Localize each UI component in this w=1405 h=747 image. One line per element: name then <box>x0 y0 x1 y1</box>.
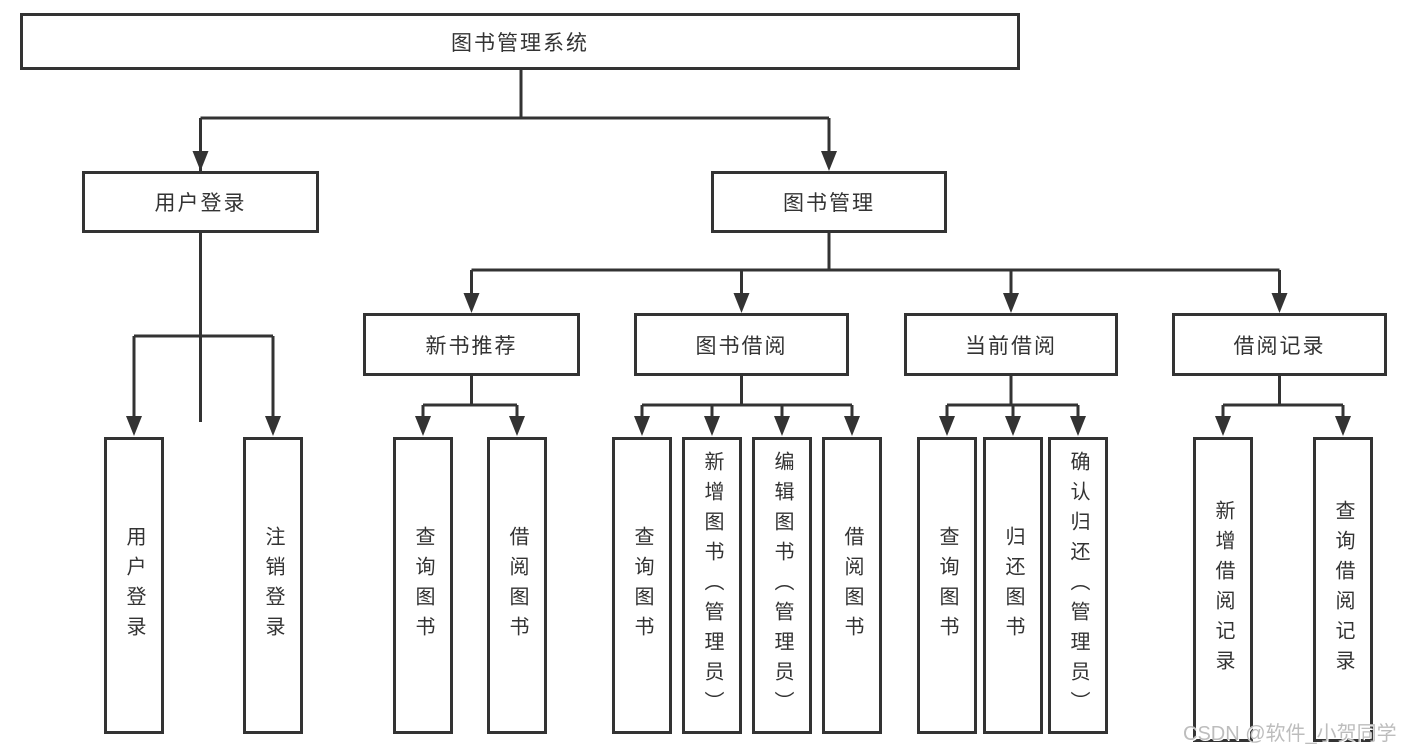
arrowhead <box>509 416 525 436</box>
arrowhead <box>1003 293 1019 313</box>
node-user-login: 用户登录 <box>82 171 319 233</box>
edge-book-management-branch <box>470 233 1281 298</box>
arrowhead <box>192 151 209 171</box>
leaf-logout: 注销登录 <box>243 437 303 734</box>
node-borrow-records-label: 借阅记录 <box>1233 334 1326 358</box>
arrowhead <box>415 416 431 436</box>
node-current-borrow: 当前借阅 <box>904 313 1118 376</box>
node-book-management-label: 图书管理 <box>783 192 875 215</box>
edge-new-book-branch <box>421 376 519 422</box>
leaf-query-books-current: 查询图书 <box>917 437 977 734</box>
arrowhead <box>1005 416 1021 436</box>
arrowhead <box>844 416 860 436</box>
node-borrow-records: 借阅记录 <box>1172 313 1387 376</box>
arrowhead <box>1070 416 1086 436</box>
leaf-borrow-books-recommend: 借阅图书 <box>487 437 547 734</box>
arrowhead <box>126 416 142 436</box>
arrowhead <box>733 293 750 313</box>
leaf-borrow-books: 借阅图书 <box>822 437 882 734</box>
arrowhead <box>463 293 480 313</box>
leaf-query-books-recommend-label: 查询图书 <box>412 525 434 646</box>
node-new-book-recommend: 新书推荐 <box>363 313 580 376</box>
leaf-add-borrow-record: 新增借阅记录 <box>1193 437 1253 742</box>
leaf-confirm-return-admin-label: 确认归还（管理员） <box>1067 450 1089 721</box>
node-current-borrow-label: 当前借阅 <box>965 334 1057 358</box>
node-book-borrow-label: 图书借阅 <box>695 334 788 358</box>
node-book-management: 图书管理 <box>711 171 947 233</box>
node-new-book-recommend-label: 新书推荐 <box>425 334 518 358</box>
leaf-query-books-borrow: 查询图书 <box>612 437 672 734</box>
arrowhead <box>704 416 720 436</box>
leaf-return-book-label: 归还图书 <box>1002 525 1024 646</box>
node-root-label: 图书管理系统 <box>451 31 589 55</box>
leaf-return-book: 归还图书 <box>983 437 1043 734</box>
arrowhead <box>634 416 650 436</box>
arrowhead <box>821 151 837 171</box>
leaf-edit-book-admin-label: 编辑图书（管理员） <box>771 450 793 721</box>
edge-book-borrow-branch <box>640 376 854 422</box>
node-root: 图书管理系统 <box>20 13 1020 70</box>
leaf-edit-book-admin: 编辑图书（管理员） <box>752 437 812 734</box>
leaf-user-login-label: 用户登录 <box>123 525 145 646</box>
arrowhead <box>1335 416 1351 436</box>
edge-current-borrow-branch <box>945 376 1080 422</box>
leaf-add-borrow-record-label: 新增借阅记录 <box>1212 499 1234 680</box>
leaf-logout-label: 注销登录 <box>262 525 284 646</box>
leaf-query-books-current-label: 查询图书 <box>936 525 958 646</box>
leaf-borrow-books-recommend-label: 借阅图书 <box>506 525 528 646</box>
leaf-borrow-books-label: 借阅图书 <box>841 525 863 646</box>
leaf-add-book-admin: 新增图书（管理员） <box>682 437 742 734</box>
edge-user-login-branch <box>132 233 275 422</box>
leaf-add-book-admin-label: 新增图书（管理员） <box>701 450 723 721</box>
edge-borrow-record-branch <box>1221 376 1345 422</box>
leaf-query-books-recommend: 查询图书 <box>393 437 453 734</box>
watermark: CSDN @软件_小贺同学 <box>1183 723 1397 745</box>
arrowhead <box>939 416 955 436</box>
node-user-login-label: 用户登录 <box>154 192 247 215</box>
leaf-user-login: 用户登录 <box>104 437 164 734</box>
arrowhead <box>265 416 281 436</box>
leaf-query-borrow-record-label: 查询借阅记录 <box>1332 499 1354 680</box>
leaf-query-books-borrow-label: 查询图书 <box>631 525 653 646</box>
leaf-query-borrow-record: 查询借阅记录 <box>1313 437 1373 742</box>
arrowhead <box>774 416 790 436</box>
leaf-confirm-return-admin: 确认归还（管理员） <box>1048 437 1108 734</box>
node-book-borrow: 图书借阅 <box>634 313 849 376</box>
arrowhead <box>1215 416 1231 436</box>
arrowhead <box>1271 293 1288 313</box>
